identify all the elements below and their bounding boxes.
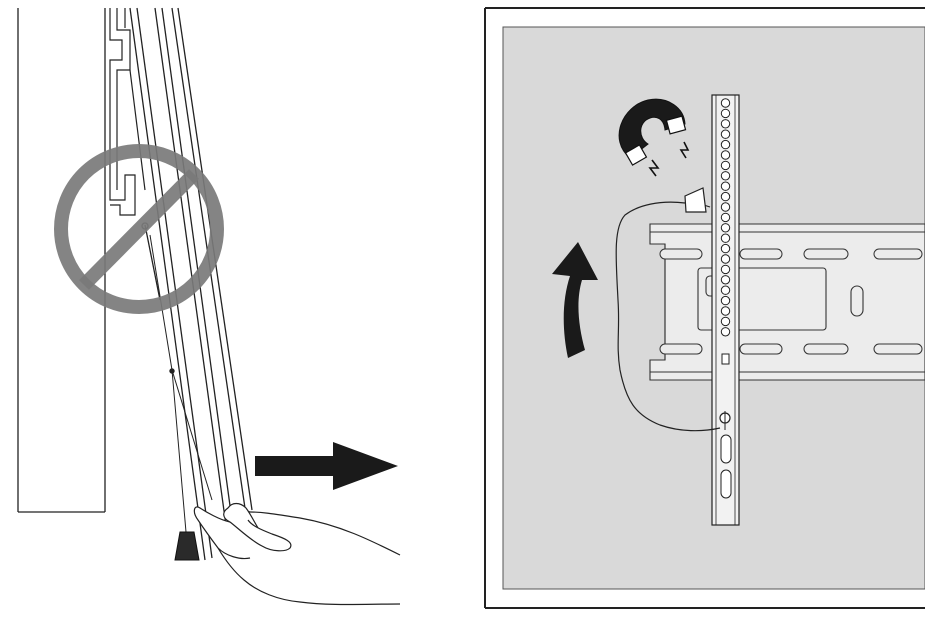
vertical-tv-arm	[711, 94, 740, 526]
arm-hole	[720, 233, 731, 243]
arm-hole	[720, 295, 731, 306]
arm-hole	[720, 306, 731, 316]
magnet-icon	[618, 98, 690, 177]
wall-plate-slots	[659, 248, 923, 355]
arm-hole	[720, 223, 731, 233]
frame-border	[484, 7, 925, 609]
curved-arrow-up-icon	[552, 242, 598, 358]
arm-hole	[720, 212, 731, 223]
arrow-right-icon	[255, 442, 398, 490]
hand-icon	[193, 502, 401, 606]
arm-hole	[720, 285, 731, 295]
arm-hole	[720, 129, 731, 139]
cone-weight-icon	[684, 187, 707, 213]
arm-hole	[720, 254, 731, 264]
front-view-illustration	[484, 7, 925, 609]
wall-plate	[649, 223, 925, 381]
arm-hole	[720, 202, 731, 212]
arm-hole	[720, 119, 731, 129]
prohibited-icon	[54, 144, 224, 314]
arm-hole	[720, 327, 731, 337]
arm-hole	[720, 275, 731, 285]
arm-hole	[720, 264, 731, 275]
arm-hole	[720, 181, 731, 191]
cone-weight-icon	[174, 531, 200, 561]
wall-bracket	[109, 8, 146, 216]
arm-hole	[720, 150, 731, 160]
side-view-panel	[17, 7, 401, 606]
arm-hole	[720, 98, 731, 108]
arm-hole	[720, 316, 731, 327]
arm-hole	[720, 243, 731, 254]
arm-hole	[720, 160, 731, 171]
arm-hole	[720, 171, 731, 181]
arm-hole	[720, 139, 731, 150]
front-view-panel	[470, 0, 925, 620]
arm-hole	[720, 108, 731, 119]
arm-hole	[720, 191, 731, 202]
side-view-illustration	[17, 7, 401, 606]
